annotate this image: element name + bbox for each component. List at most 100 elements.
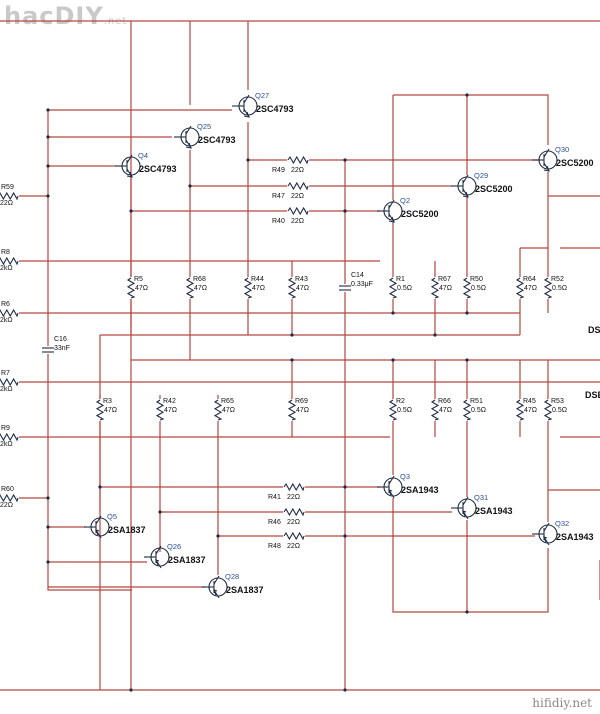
resistor-ref: R7: [1, 370, 10, 377]
resistor-r6: R6 2kΩ: [0, 301, 19, 324]
resistor-value: 47Ω: [439, 407, 452, 414]
transistor-part: 2SC4793: [256, 104, 294, 114]
transistor-part: 2SA1837: [226, 585, 264, 595]
transistor-ref: Q2: [400, 196, 410, 205]
watermark-brand: hacDIY: [4, 2, 104, 30]
resistor-value: 22Ω: [291, 218, 304, 225]
resistor-r40: R40 22Ω: [272, 206, 309, 225]
transistor-part: 2SA1837: [168, 555, 206, 565]
resistor-ref: R46: [268, 519, 281, 526]
resistor-value: 22Ω: [0, 200, 13, 207]
capacitor-value: 0.33μF: [351, 281, 373, 288]
resistor-value: 2kΩ: [0, 317, 13, 324]
resistor-ref: R52: [551, 276, 564, 283]
transistor-q31: Q31 2SA1943: [451, 493, 513, 520]
resistor-r41: R41 22Ω: [268, 482, 305, 501]
capacitor-ref: C16: [54, 336, 67, 343]
resistor-ref: R42: [163, 398, 176, 405]
resistor-ref: R65: [221, 398, 234, 405]
resistor-ref: R48: [268, 543, 281, 550]
resistor-ref: R68: [193, 276, 206, 283]
resistor-ref: R45: [523, 398, 536, 405]
resistor-ref: R64: [523, 276, 536, 283]
resistor-value: 2kΩ: [0, 386, 13, 393]
resistor-value: 0.5Ω: [471, 407, 486, 414]
resistor-ref: R40: [272, 218, 285, 225]
transistor-part: 2SA1943: [401, 485, 439, 495]
resistor-r50: R50 0.5Ω: [462, 276, 486, 299]
resistor-ref: R47: [272, 193, 285, 200]
resistor-value: 47Ω: [296, 285, 309, 292]
resistor-value: 47Ω: [135, 285, 148, 292]
transistor-ref: Q31: [474, 493, 488, 502]
resistor-ref: R2: [396, 398, 405, 405]
resistor-ref: R41: [268, 494, 281, 501]
transistor-part: 2SC5200: [556, 158, 594, 168]
transistor-part: 2SC4793: [198, 135, 236, 145]
transistor-part: 2SA1943: [556, 532, 594, 542]
resistor-value: 47Ω: [164, 407, 177, 414]
resistor-value: 47Ω: [524, 407, 537, 414]
resistor-r1: R1 0.5Ω: [388, 276, 412, 299]
resistor-ref: R3: [103, 398, 112, 405]
resistor-value: 0.5Ω: [397, 285, 412, 292]
transistor-ref: Q25: [197, 122, 211, 131]
resistor-value: 22Ω: [287, 543, 300, 550]
resistor-ref: R51: [470, 398, 483, 405]
resistor-r2: R20.5Ω: [388, 398, 412, 421]
resistor-ref: R50: [470, 276, 483, 283]
net-label-ds-lower: DSE: [585, 390, 600, 400]
resistor-ref: R5: [134, 276, 143, 283]
capacitor-c16: C16 33nF: [41, 336, 70, 354]
resistor-ref: R6: [1, 301, 10, 308]
resistor-ref: R53: [551, 398, 564, 405]
resistor-r51: R51 0.5Ω: [462, 398, 486, 421]
transistor-ref: Q4: [138, 151, 148, 160]
transistor-part: 2SA1943: [475, 506, 513, 516]
transistor-ref: Q26: [167, 542, 181, 551]
transistor-q26: Q26 2SA1837: [144, 542, 206, 569]
resistor-value: 47Ω: [296, 407, 309, 414]
capacitor-value: 33nF: [54, 345, 70, 352]
resistor-ref: R60: [1, 486, 14, 493]
transistor-ref: Q29: [474, 171, 488, 180]
transistor-ref: Q30: [555, 145, 569, 154]
resistor-value: 22Ω: [291, 193, 304, 200]
resistor-r48: R48 22Ω: [268, 531, 305, 550]
resistor-r60: R60 22Ω: [0, 486, 19, 509]
resistor-r46: R46 22Ω: [268, 507, 305, 526]
resistor-value: 22Ω: [0, 502, 13, 509]
junctions: [46, 93, 469, 692]
resistor-value: 22Ω: [291, 167, 304, 174]
net-label-ds-upper: DS: [588, 325, 600, 335]
resistor-value: 47Ω: [252, 285, 265, 292]
resistor-value: 47Ω: [104, 407, 117, 414]
watermark-footer: hifidiy.net: [532, 696, 592, 710]
resistor-ref: R1: [396, 276, 405, 283]
resistor-value: 22Ω: [287, 494, 300, 501]
resistor-ref: R66: [438, 398, 451, 405]
wires: [0, 20, 600, 691]
resistor-value: 0.5Ω: [471, 285, 486, 292]
resistor-value: 22Ω: [287, 519, 300, 526]
